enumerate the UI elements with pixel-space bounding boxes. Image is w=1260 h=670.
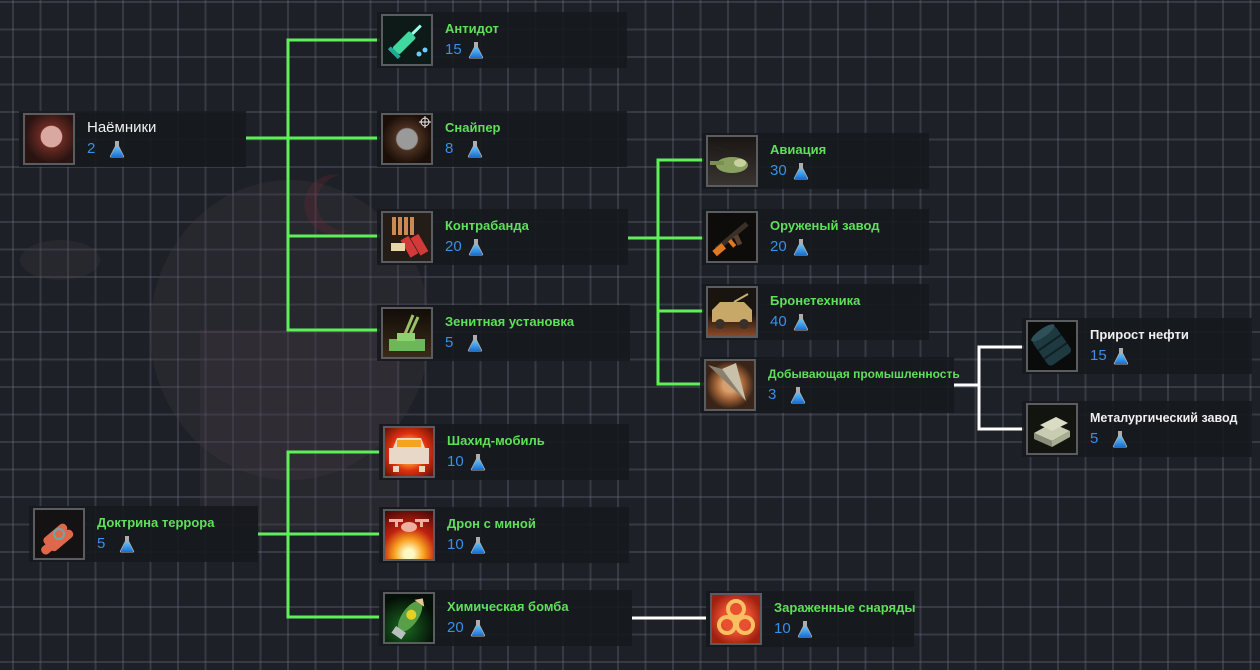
car-bomb-icon (383, 426, 435, 478)
tech-node-metallurgy[interactable]: Металургический завод 5 (1022, 401, 1252, 457)
tech-node-contraband[interactable]: Контрабанда 20 (377, 209, 628, 265)
tech-node-armored-vehicles[interactable]: Бронетехника 40 (702, 284, 929, 340)
tech-cost: 15 (1090, 347, 1107, 364)
tech-title: Зараженные снаряды (774, 600, 916, 615)
tech-title: Зенитная установка (445, 314, 575, 329)
research-flask-icon (790, 386, 806, 404)
connector-line (286, 450, 380, 619)
tech-cost: 10 (774, 620, 791, 637)
tech-cost: 5 (445, 334, 454, 351)
research-flask-icon (470, 536, 486, 554)
research-flask-icon (793, 313, 809, 331)
armored-vehicle-icon (706, 286, 758, 338)
syringe-icon (381, 14, 433, 66)
tech-title: Доктрина террора (97, 515, 215, 530)
tech-node-drone-mine[interactable]: Дрон с миной 10 (379, 507, 629, 563)
research-flask-icon (1112, 430, 1128, 448)
tech-node-car-bomb[interactable]: Шахид-мобиль 10 (379, 424, 629, 480)
tech-title: Шахид-мобиль (447, 433, 545, 448)
research-flask-icon (1113, 347, 1129, 365)
tech-node-aviation[interactable]: Авиация 30 (702, 133, 929, 189)
biohazard-icon (710, 593, 762, 645)
tech-title: Дрон с миной (447, 516, 536, 531)
research-flask-icon (467, 140, 483, 158)
tech-cost: 3 (768, 386, 777, 403)
oil-barrel-icon (1026, 320, 1078, 372)
tech-title: Авиация (770, 142, 827, 157)
anti-aircraft-gun-icon (381, 307, 433, 359)
rifle-icon (706, 211, 758, 263)
drone-mine-icon (383, 509, 435, 561)
research-flask-icon (467, 334, 483, 352)
tech-cost: 40 (770, 313, 787, 330)
tech-node-infected-shells[interactable]: Зараженные снаряды 10 (706, 591, 916, 647)
tech-cost: 30 (770, 162, 787, 179)
tech-cost: 15 (445, 41, 462, 58)
tech-node-antidote[interactable]: Антидот 15 (377, 12, 627, 68)
tech-title: Прирост нефти (1090, 327, 1189, 342)
tech-title: Антидот (445, 21, 499, 36)
chemical-bomb-icon (383, 592, 435, 644)
dynamite-icon (33, 508, 85, 560)
research-flask-icon (109, 140, 125, 158)
tech-cost: 20 (445, 238, 462, 255)
tech-title: Химическая бомба (447, 599, 569, 614)
research-flask-icon (797, 620, 813, 638)
sniper-icon (381, 113, 433, 165)
tech-node-arms-factory[interactable]: Оруженый завод 20 (702, 209, 929, 265)
tech-cost: 5 (1090, 430, 1099, 447)
tech-cost: 8 (445, 140, 454, 157)
tech-cost: 20 (770, 238, 787, 255)
research-flask-icon (470, 453, 486, 471)
tech-cost: 5 (97, 535, 106, 552)
tech-cost: 20 (447, 619, 464, 636)
tech-cost: 10 (447, 453, 464, 470)
tech-node-anti-aircraft[interactable]: Зенитная установка 5 (377, 305, 630, 361)
research-flask-icon (793, 162, 809, 180)
helicopter-icon (706, 135, 758, 187)
tech-node-oil-growth[interactable]: Прирост нефти 15 (1022, 318, 1252, 374)
tech-title: Наёмники (87, 119, 157, 136)
tech-title: Контрабанда (445, 218, 529, 233)
research-flask-icon (119, 535, 135, 553)
tech-title: Оруженый завод (770, 218, 880, 233)
ammo-icon (381, 211, 433, 263)
tech-cost: 10 (447, 536, 464, 553)
tech-node-chemical-bomb[interactable]: Химическая бомба 20 (379, 590, 632, 646)
research-flask-icon (468, 41, 484, 59)
tech-title: Бронетехника (770, 293, 861, 308)
connector-line (656, 158, 704, 386)
drill-icon (704, 359, 756, 411)
bandaged-mercenary-icon (23, 113, 75, 165)
tech-title: Снайпер (445, 120, 501, 135)
tech-node-mining[interactable]: Добывающая промышленность 3 (700, 357, 960, 413)
tech-cost: 2 (87, 140, 96, 157)
locked-connector-line (977, 345, 1024, 431)
tech-node-sniper[interactable]: Снайпер 8 (377, 111, 627, 167)
tech-title: Металургический завод (1090, 411, 1238, 425)
research-flask-icon (470, 619, 486, 637)
research-flask-icon (468, 238, 484, 256)
tech-node-mercenaries[interactable]: Наёмники 2 (19, 111, 246, 167)
research-flask-icon (793, 238, 809, 256)
tech-node-terror-doctrine[interactable]: Доктрина террора 5 (29, 506, 258, 562)
metal-ingots-icon (1026, 403, 1078, 455)
tech-title: Добывающая промышленность (768, 367, 960, 381)
connector-line (286, 38, 380, 332)
